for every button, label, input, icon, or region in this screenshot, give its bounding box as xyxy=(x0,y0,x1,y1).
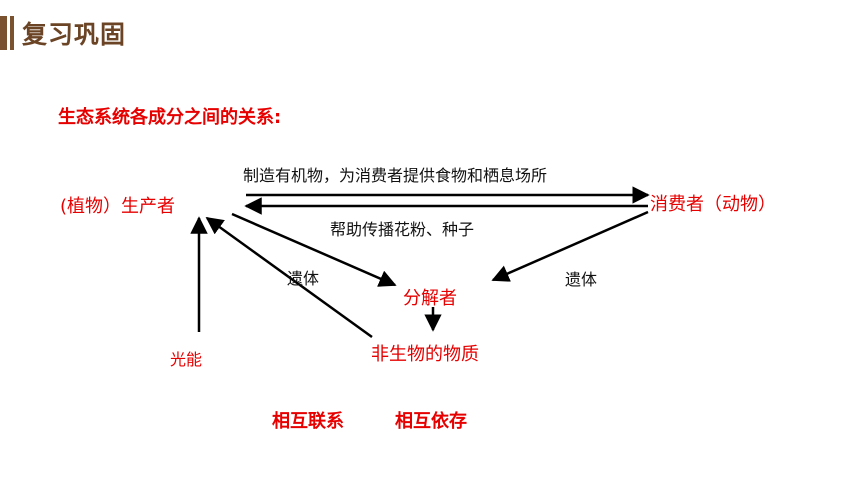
arrow-producer-to-decomposer xyxy=(231,212,397,287)
node-producer: (植物）生产者 xyxy=(60,196,176,217)
edge-label-provide-food: 制造有机物，为消费者提供食物和栖息场所 xyxy=(243,166,548,185)
arrow-abiotic-to-producer xyxy=(205,216,373,339)
node-abiotic-matter: 非生物的物质 xyxy=(371,344,479,365)
title-accent-bar xyxy=(0,16,7,50)
node-consumer: 消费者（动物） xyxy=(650,194,776,215)
arrow-consumer-to-decomposer xyxy=(491,210,649,282)
title-accent-bar-thin xyxy=(10,16,14,50)
node-light-energy: 光能 xyxy=(170,350,203,369)
edge-label-producer-remains: 遗体 xyxy=(287,269,320,288)
edge-label-consumer-remains: 遗体 xyxy=(565,270,598,289)
footer-interconnected: 相互联系 xyxy=(272,411,344,432)
page-title: 复习巩固 xyxy=(22,20,127,49)
edge-label-spread-pollen: 帮助传播花粉、种子 xyxy=(330,220,475,239)
section-heading: 生态系统各成分之间的关系: xyxy=(58,107,282,128)
node-decomposer: 分解者 xyxy=(403,288,457,309)
footer-interdependent: 相互依存 xyxy=(395,411,467,432)
